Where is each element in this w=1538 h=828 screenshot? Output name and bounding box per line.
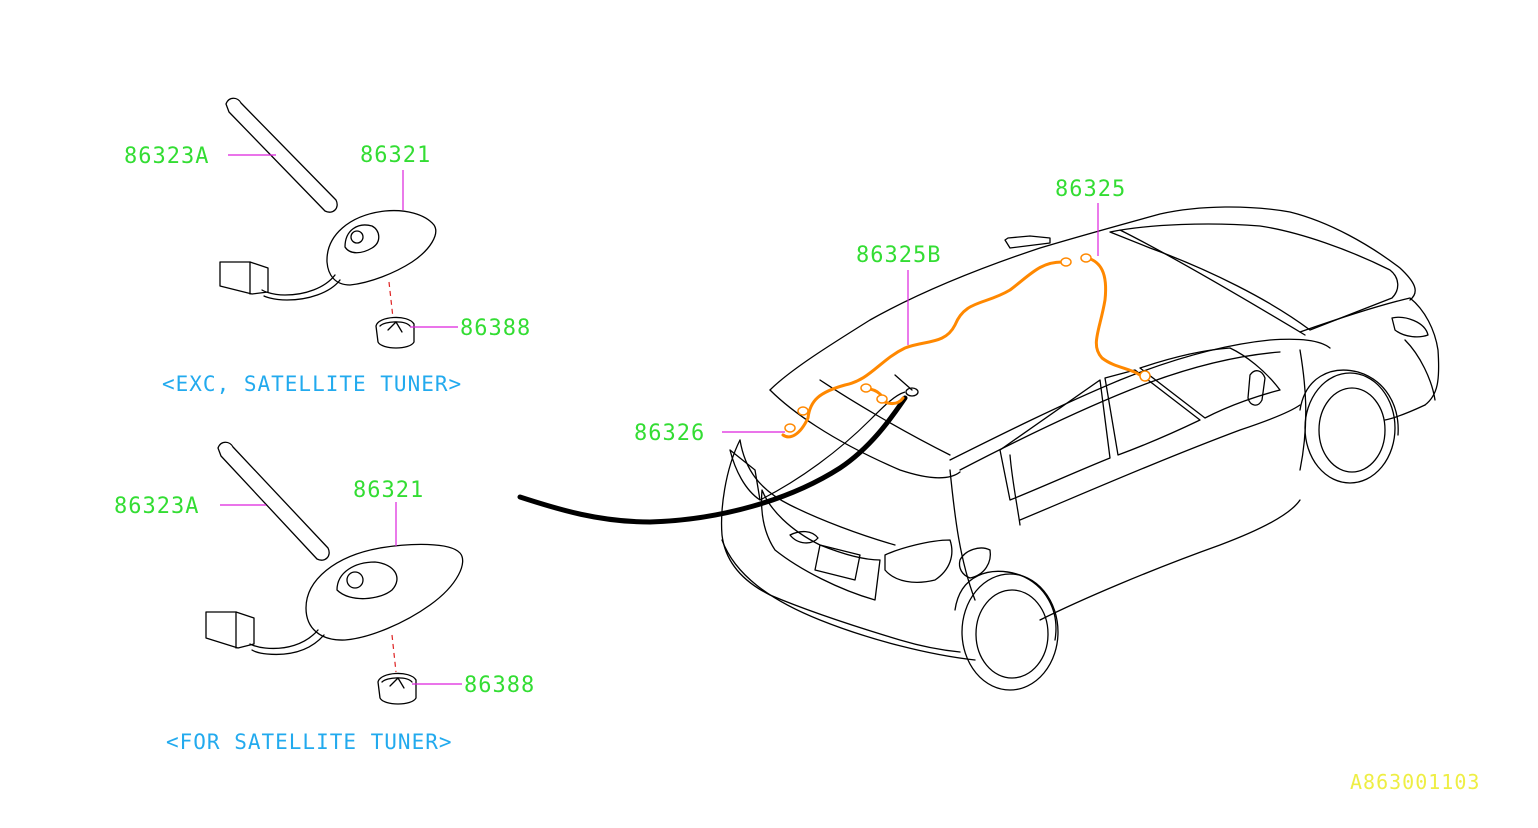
- label-upper-nut: 86388: [460, 316, 531, 341]
- label-upper-rod: 86323A: [124, 144, 209, 169]
- connector-5: [876, 394, 888, 404]
- connector-4: [860, 383, 872, 393]
- pointer-curve: [517, 395, 908, 525]
- lower-antenna-assembly: 86323A 86321 86388 <FOR SATELLITE TUNER>: [114, 441, 535, 754]
- upper-antenna-assembly: 86323A 86321 86388 <EXC, SATELLITE TUNER…: [124, 97, 531, 396]
- harness-86325: [1086, 256, 1142, 377]
- label-lower-nut: 86388: [464, 673, 535, 698]
- connector-2: [1080, 253, 1092, 263]
- caption-lower: <FOR SATELLITE TUNER>: [166, 730, 453, 754]
- connector-1: [1060, 257, 1072, 267]
- connector-3: [1139, 370, 1151, 382]
- label-86325b: 86325B: [856, 243, 941, 268]
- shark-fin-antenna-base-icon: [219, 209, 437, 301]
- diagram-reference-code: A863001103: [1350, 770, 1480, 794]
- mounting-nut-icon: [375, 316, 415, 349]
- shark-fin-antenna-base-icon: [205, 543, 464, 656]
- wiring-harness: [781, 253, 1151, 439]
- label-lower-rod: 86323A: [114, 494, 199, 519]
- antenna-rod-icon: [217, 441, 330, 561]
- mounting-nut-icon: [377, 672, 417, 705]
- front-wheel: [1299, 369, 1399, 484]
- harness-86325b: [781, 260, 1064, 439]
- label-lower-base: 86321: [353, 478, 424, 503]
- label-upper-base: 86321: [360, 143, 431, 168]
- lower-mount-line: [391, 634, 397, 673]
- caption-upper: <EXC, SATELLITE TUNER>: [162, 372, 462, 396]
- hatchback-car-icon: [720, 206, 1440, 691]
- antenna-rod-icon: [225, 97, 338, 213]
- label-86325: 86325: [1055, 177, 1126, 202]
- rear-wheel: [954, 570, 1059, 691]
- antenna-feed-line: [759, 391, 906, 501]
- upper-mount-line: [388, 281, 394, 319]
- connector-7: [784, 423, 796, 433]
- connector-6: [797, 406, 809, 416]
- label-86326: 86326: [634, 421, 705, 446]
